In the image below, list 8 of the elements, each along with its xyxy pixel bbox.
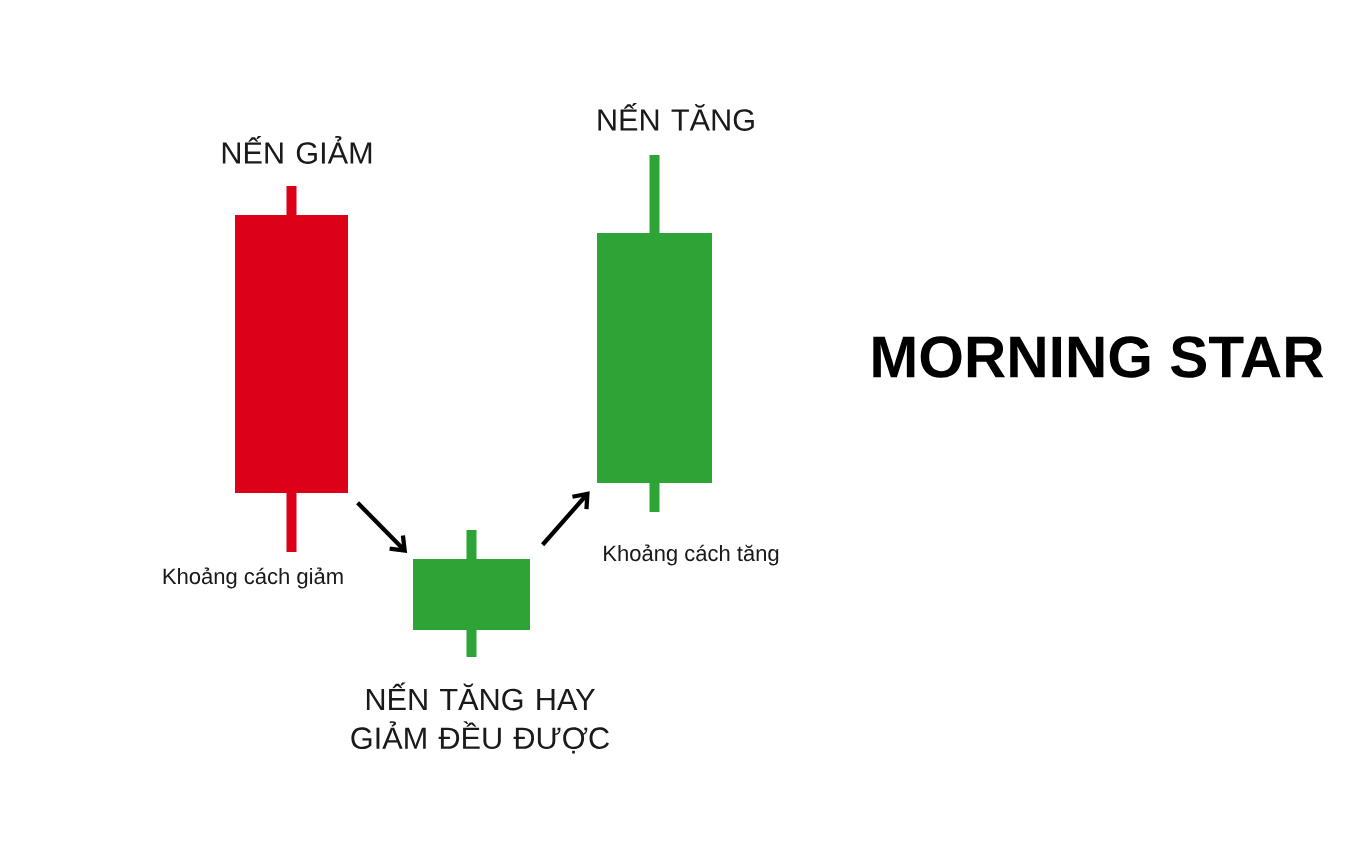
title: MORNING STAR	[873, 336, 1324, 378]
candle-label: NẾN GIẢM	[222, 136, 372, 164]
candle-label: NẾN TĂNG	[598, 103, 754, 131]
arrow	[541, 491, 590, 547]
arrow	[356, 501, 408, 554]
candle-label: NẾN TĂNG HAY GIẢM ĐỀU ĐƯỢC	[351, 682, 609, 754]
edge-label: Khoảng cách giảm	[163, 567, 343, 589]
edge-label: Khoảng cách tăng	[604, 544, 779, 566]
